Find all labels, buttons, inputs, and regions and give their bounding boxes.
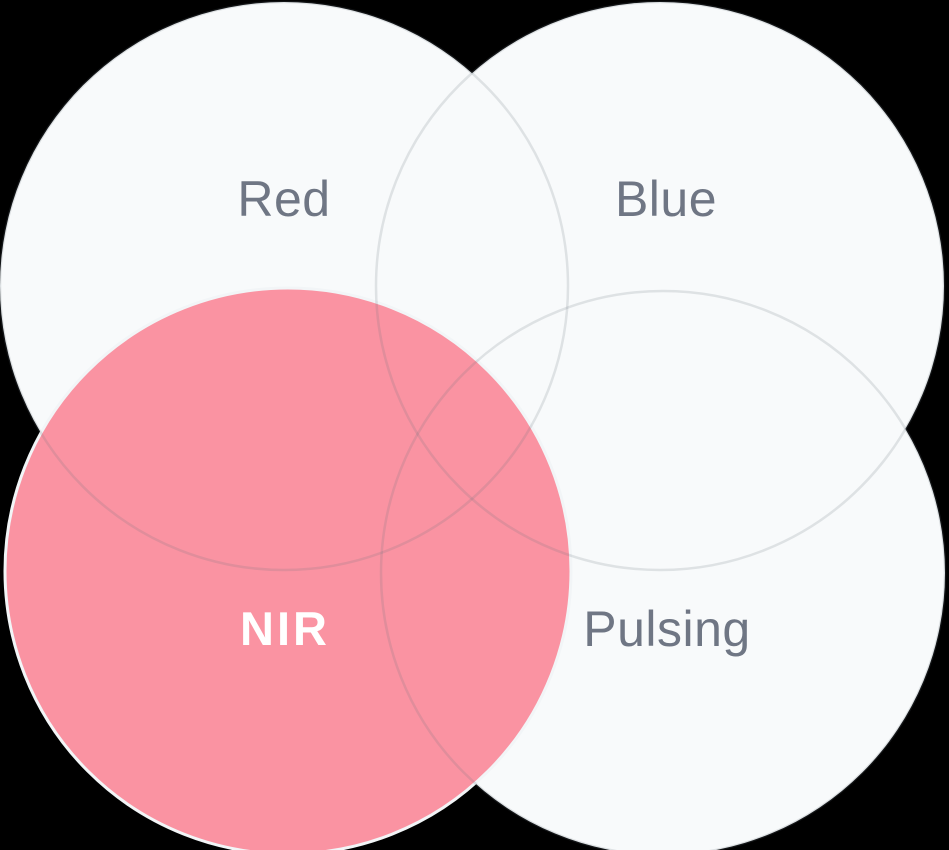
blue-label: Blue <box>615 171 717 227</box>
red-label: Red <box>237 171 330 227</box>
pulsing-label: Pulsing <box>583 601 751 657</box>
nir-label: NIR <box>240 602 330 655</box>
nir-circle[interactable] <box>3 286 573 850</box>
